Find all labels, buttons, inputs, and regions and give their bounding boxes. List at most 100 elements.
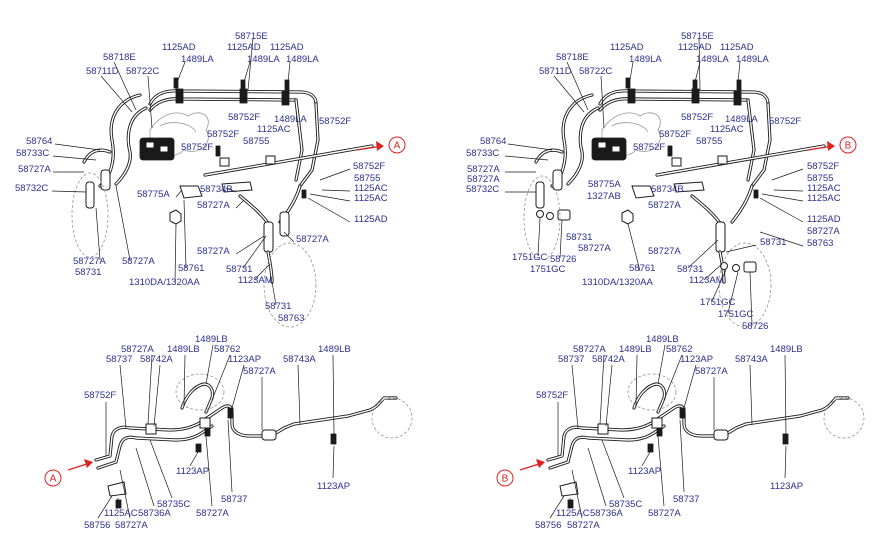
part-label: 58731 xyxy=(265,301,291,312)
part-label: 1125AC xyxy=(556,508,590,519)
part-label: 58756 xyxy=(84,520,110,531)
reference-marker-b: B xyxy=(839,136,857,154)
part-label: 58727A xyxy=(807,226,840,237)
part-label: 1125AC xyxy=(257,124,291,135)
part-label: 58742A xyxy=(592,354,625,365)
part-label: 58727A xyxy=(467,164,500,175)
part-label: 58756 xyxy=(535,520,561,531)
reference-letter: B xyxy=(502,474,509,485)
part-label: 58727A xyxy=(573,344,606,355)
part-label: 58752F xyxy=(633,142,665,153)
reference-markers: A B A B xyxy=(44,136,857,487)
part-label: 1751GC xyxy=(718,309,754,320)
part-label: 1123AP xyxy=(628,466,661,477)
part-label: 58761 xyxy=(629,263,655,274)
part-label: 1489LA xyxy=(286,54,319,65)
part-label: 58727A xyxy=(197,200,230,211)
reference-letter: B xyxy=(845,141,852,152)
part-label: 58752F xyxy=(319,116,351,127)
reference-marker-a: A xyxy=(44,469,62,487)
part-label: 1125AD xyxy=(678,42,712,53)
part-label: 58727A xyxy=(121,344,154,355)
part-label: 58711D xyxy=(539,66,572,77)
part-label: 58763 xyxy=(278,313,304,324)
bottom-right-artwork xyxy=(546,344,865,519)
part-label: 1125AD xyxy=(354,214,388,225)
part-label: 58727A xyxy=(648,246,681,257)
part-label: 1125AD xyxy=(610,42,644,53)
part-label: 1310DA/1320AA xyxy=(582,277,653,288)
part-label: 58715E xyxy=(235,31,268,42)
part-label: 58711D xyxy=(86,66,119,77)
part-label: 1489LB xyxy=(167,344,200,355)
part-label: 58718E xyxy=(556,52,589,63)
part-label: 58736A xyxy=(138,508,171,519)
part-label: 58715E xyxy=(681,31,714,42)
part-label: 58732C xyxy=(15,183,48,194)
reference-circle xyxy=(44,469,62,487)
part-label: 58762 xyxy=(214,344,240,355)
part-label: 1489LB xyxy=(195,334,228,345)
part-label: 58764 xyxy=(480,136,506,147)
part-label: 58752F xyxy=(536,390,568,401)
bottom-left-artwork xyxy=(94,344,413,519)
part-label: 58755 xyxy=(243,136,269,147)
part-label: 1489LA xyxy=(725,114,758,125)
part-label: 58726 xyxy=(742,321,768,332)
part-label: 1489LB xyxy=(619,344,652,355)
part-label: 1125AD xyxy=(270,42,304,53)
part-label: 1123AM xyxy=(689,275,724,286)
part-label: 58718E xyxy=(103,52,136,63)
part-label: 58731 xyxy=(75,267,101,278)
part-label: 1125AC xyxy=(354,183,388,194)
part-label: 1489LA xyxy=(736,54,769,65)
part-label: 1489LA xyxy=(181,54,214,65)
part-label: 58727A xyxy=(567,520,600,531)
part-label: 1123AP xyxy=(680,354,713,365)
part-label: 58727A xyxy=(296,234,329,245)
part-label: 58722C xyxy=(126,66,159,77)
part-label: 58727A xyxy=(467,174,500,185)
part-label: 58755 xyxy=(807,173,833,184)
part-label: 1125AC xyxy=(807,193,841,204)
part-label: 58727A xyxy=(197,246,230,257)
reference-arrows xyxy=(67,141,835,471)
part-label: 58727A xyxy=(73,256,106,267)
part-label: 58752F xyxy=(659,129,691,140)
reference-circle xyxy=(496,469,514,487)
part-label: 58737 xyxy=(221,494,247,505)
part-label: 58763 xyxy=(807,238,833,249)
part-label: 58733C xyxy=(16,148,49,159)
reference-marker-a: A xyxy=(388,136,406,154)
part-label: 1489LA xyxy=(274,114,307,125)
part-label: 58737 xyxy=(106,354,132,365)
part-label: 58732C xyxy=(466,184,499,195)
part-label: 58734B xyxy=(651,184,684,195)
part-label: 1489LB xyxy=(646,334,679,345)
reference-circle xyxy=(839,136,857,154)
reference-circle xyxy=(388,136,406,154)
part-label: 58727A xyxy=(243,366,276,377)
part-label: 1125AC xyxy=(807,183,841,194)
part-label: 1489LA xyxy=(629,54,662,65)
part-label: 1751GC xyxy=(512,252,548,263)
part-label: 58733C xyxy=(466,148,499,159)
part-label: 58775A xyxy=(137,189,170,200)
part-label: 1125AC xyxy=(354,193,388,204)
part-label: 58735C xyxy=(609,499,642,510)
part-label: 1123AP xyxy=(770,481,803,492)
part-label: 1123AM xyxy=(238,275,273,286)
top-right-artwork xyxy=(504,37,826,328)
part-label: 58735C xyxy=(157,499,190,510)
reference-letter: A xyxy=(394,141,401,152)
part-label: 58775A xyxy=(588,179,621,190)
part-label: 58743A xyxy=(735,354,768,365)
part-label: 58736A xyxy=(590,508,623,519)
part-label: 1489LA xyxy=(696,54,729,65)
part-label: 58726 xyxy=(550,254,576,265)
part-label: 1751GC xyxy=(530,264,566,275)
reference-marker-b: B xyxy=(496,469,514,487)
